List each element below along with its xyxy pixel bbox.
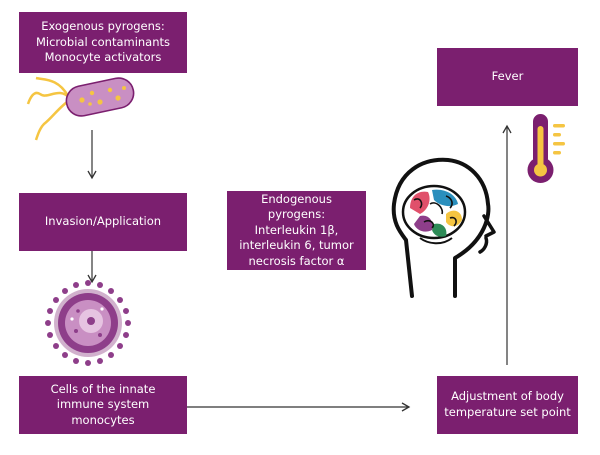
endogenous-pyrogens-box: Endogenous pyrogens: Interleukin 1β, int… [227,191,366,270]
brain-head-icon [391,157,496,298]
thermometer-icon [527,114,565,183]
temperature-set-point-box: Adjustment of body temperature set point [437,376,578,434]
innate-immune-cells-box: Cells of the innate immune system monocy… [19,376,187,434]
exogenous-pyrogens-box: Exogenous pyrogens: Microbial contaminan… [19,12,187,73]
fever-box: Fever [437,48,578,106]
invasion-application-box: Invasion/Application [19,193,187,251]
bacterium-icon [26,76,135,141]
monocyte-icon [45,280,131,366]
